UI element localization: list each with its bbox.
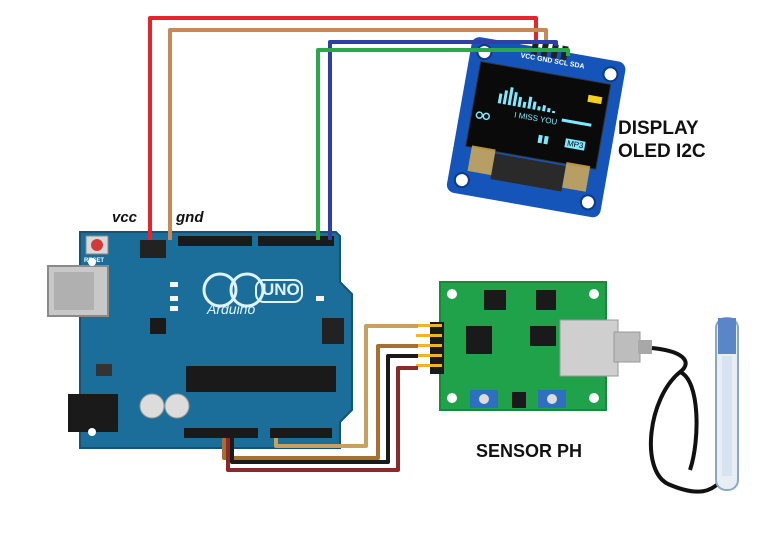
ph-sensor-module (416, 281, 652, 411)
gnd-label: gnd (176, 209, 204, 226)
arduino-model: UNO (262, 280, 300, 299)
wires (148, 16, 570, 472)
reset-label: RESET (84, 258, 105, 264)
vcc-label: vcc (112, 209, 138, 226)
sensor-ph-label: SENSOR PH (476, 441, 583, 461)
display-label: DISPLAY OLED I2C (618, 117, 706, 163)
ph-probe (648, 317, 739, 494)
display-label-line1: DISPLAY (618, 118, 699, 139)
arduino-uno-board (47, 231, 353, 449)
arduino-brand: Arduino (207, 301, 256, 317)
display-label-line2: OLED I2C (618, 141, 706, 162)
